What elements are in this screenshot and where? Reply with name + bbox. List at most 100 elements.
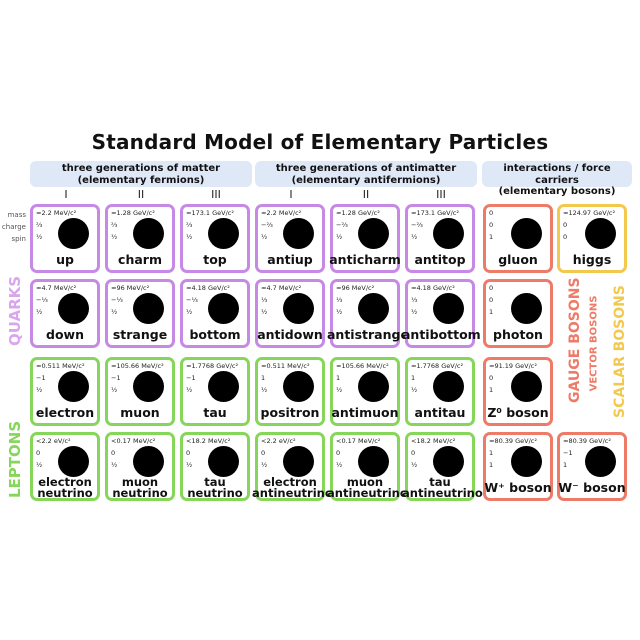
- particle-name-line: tau: [429, 475, 451, 489]
- particle-symbol-dot: [133, 218, 164, 249]
- particle-charge: −⅓: [186, 296, 198, 304]
- scalar-bosons-label: SCALAR BOSONS: [612, 285, 628, 418]
- particle-spin: ½: [261, 308, 268, 316]
- particle-charge: 0: [563, 221, 568, 229]
- particle-spin: ½: [36, 308, 43, 316]
- particle-mass: <18.2 MeV/c²: [411, 437, 456, 445]
- particle-charge: 1: [261, 374, 266, 382]
- particle-name-line: tau: [203, 405, 227, 420]
- particle-symbol-dot: [585, 446, 616, 477]
- particle-symbol-dot: [585, 218, 616, 249]
- particle-charge: 1: [489, 449, 494, 457]
- particle-symbol-dot: [133, 371, 164, 402]
- particle-charge: 0: [489, 296, 494, 304]
- particle-name: strange: [102, 328, 178, 341]
- header-matter-line1: three generations of matter: [61, 163, 221, 174]
- particle-symbol-dot: [511, 293, 542, 324]
- particle-mass: ≈2.2 MeV/c²: [36, 209, 77, 217]
- particle-name-line: muon: [121, 475, 159, 489]
- particle-spin: ½: [336, 386, 343, 394]
- particle-name: photon: [480, 328, 556, 341]
- particle-charge: ⅓: [261, 296, 268, 304]
- particle-name-line: top: [203, 252, 227, 267]
- particle-charge: 0: [36, 449, 41, 457]
- particle-mass: ≈4.7 MeV/c²: [261, 284, 302, 292]
- particle-symbol-dot: [208, 218, 239, 249]
- particle-name-line: antibottom: [402, 327, 481, 342]
- particle-charge: −1: [111, 374, 121, 382]
- particle-mass: ≈1.28 GeV/c²: [336, 209, 380, 217]
- particle-spin: ½: [186, 461, 193, 469]
- particle-mass: ≈96 MeV/c²: [111, 284, 150, 292]
- particle-symbol-dot: [433, 371, 464, 402]
- particle-spin: ½: [36, 233, 43, 241]
- particle-symbol-dot: [433, 218, 464, 249]
- particle-spin: ½: [336, 233, 343, 241]
- particle-symbol-dot: [133, 446, 164, 477]
- particle-name-line: neutrino: [112, 486, 168, 500]
- particle-spin: ½: [261, 233, 268, 241]
- particle-name-line: muon: [120, 405, 160, 420]
- header-antimatter-line2: (elementary antifermions): [291, 174, 441, 186]
- particle-name: W⁻ boson: [554, 481, 630, 494]
- particle-name: gluon: [480, 253, 556, 266]
- particle-spin: ½: [261, 386, 268, 394]
- particle-charge: ⅓: [411, 296, 418, 304]
- particle-name: Z⁰ boson: [480, 406, 556, 419]
- particle-spin: ½: [186, 233, 193, 241]
- particle-symbol-dot: [283, 371, 314, 402]
- particle-charge: ⅔: [111, 221, 118, 229]
- particle-charge: 0: [111, 449, 116, 457]
- particle-name: antiup: [252, 253, 328, 266]
- particle-name: higgs: [554, 253, 630, 266]
- particle-mass: <2.2 eV/c²: [261, 437, 296, 445]
- particle-name: tau: [177, 405, 253, 420]
- generation-label: III: [211, 188, 221, 201]
- particle-name-line: antineutrino: [327, 486, 408, 500]
- particle-spin: ½: [111, 233, 118, 241]
- particle-name-line: antineutrino: [402, 486, 483, 500]
- header-antimatter-line1: three generations of antimatter: [275, 163, 457, 174]
- particle-spin: 1: [489, 461, 494, 469]
- particle-symbol-dot: [511, 371, 542, 402]
- header-bosons-line2: (elementary bosons): [498, 186, 616, 197]
- particle-name-line: neutrino: [187, 486, 243, 500]
- particle-mass: ≈173.1 GeV/c²: [411, 209, 459, 217]
- particle-charge: 0: [411, 449, 416, 457]
- particle-symbol-dot: [433, 293, 464, 324]
- particle-name-line: electron: [35, 405, 95, 420]
- particle-name-line: positron: [260, 405, 320, 420]
- particle-spin: 1: [489, 386, 494, 394]
- particle-spin: ½: [411, 461, 418, 469]
- particle-symbol-dot: [208, 446, 239, 477]
- particle-symbol-dot: [58, 446, 89, 477]
- particle-mass: ≈0.511 MeV/c²: [36, 362, 85, 370]
- particle-mass: ≈173.1 GeV/c²: [186, 209, 234, 217]
- particle-mass: ≈91.19 GeV/c²: [489, 362, 537, 370]
- particle-spin: ½: [36, 461, 43, 469]
- particle-name: electron: [27, 405, 103, 420]
- particle-mass: <2.2 eV/c²: [36, 437, 71, 445]
- particle-name-line: antitop: [414, 252, 466, 267]
- particle-mass: ≈96 MeV/c²: [336, 284, 375, 292]
- generation-label: I: [64, 188, 68, 201]
- particle-spin: ½: [111, 461, 118, 469]
